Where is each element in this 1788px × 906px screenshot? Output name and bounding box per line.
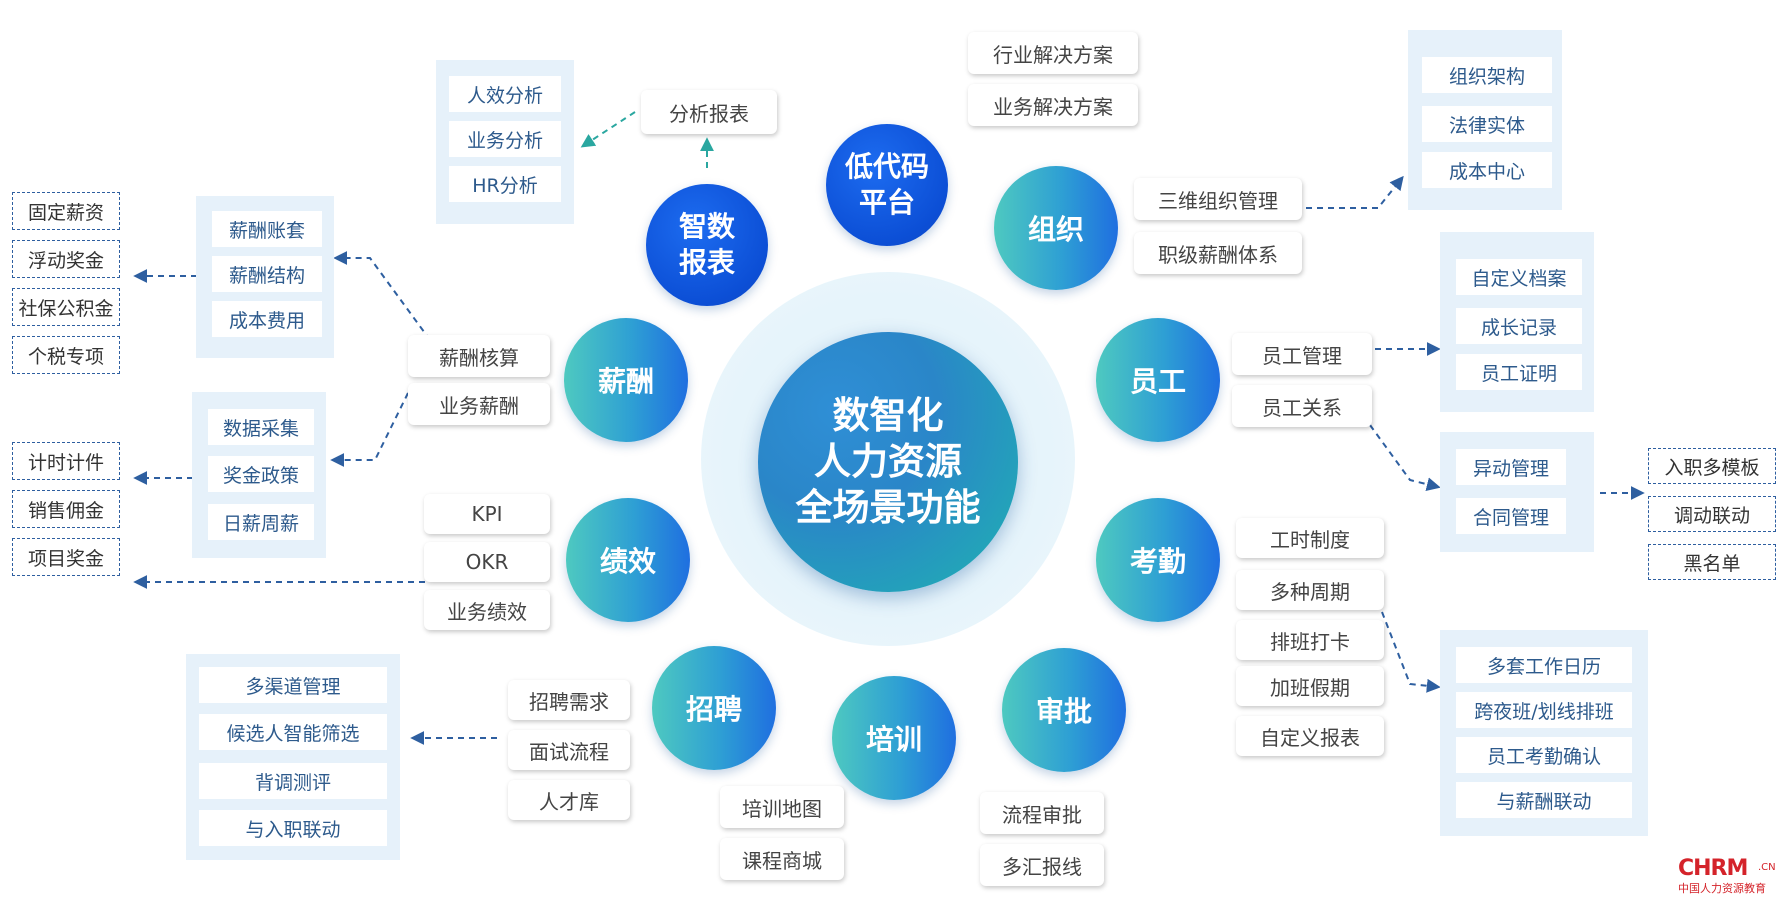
pill-kpi[interactable]: KPI (424, 494, 550, 534)
pill-custom-report[interactable]: 自定义报表 (1236, 716, 1384, 756)
pill-talent-pool[interactable]: 人才库 (508, 780, 630, 820)
cell-zhishu-2[interactable]: HR分析 (449, 166, 561, 202)
logo-cn: .CN (1758, 862, 1776, 873)
dbox-xinchou1-1[interactable]: 浮动奖金 (12, 240, 120, 278)
dbox-yuangong-0[interactable]: 入职多模板 (1648, 448, 1776, 484)
node-shenpi[interactable]: 审批 (1002, 648, 1126, 772)
cell-xinchou2-2[interactable]: 日薪周薪 (208, 504, 314, 540)
cell-xinchou1-1[interactable]: 薪酬结构 (212, 256, 322, 292)
cell-kaoqin-0[interactable]: 多套工作日历 (1456, 647, 1632, 683)
pill-work-hours[interactable]: 工时制度 (1236, 518, 1384, 558)
pill-interview-flow[interactable]: 面试流程 (508, 730, 630, 770)
pill-okr[interactable]: OKR (424, 542, 550, 582)
logo-main: CHRM (1678, 856, 1748, 881)
cell-zhaopin-0[interactable]: 多渠道管理 (199, 667, 387, 703)
pill-training-map[interactable]: 培训地图 (720, 786, 844, 828)
dbox-xinchou2-0[interactable]: 计时计件 (12, 442, 120, 480)
cell-xinchou2-0[interactable]: 数据采集 (208, 409, 314, 445)
chrm-logo: CHRM .CN 中国人力资源教育 (1678, 856, 1782, 896)
node-kaoqin[interactable]: 考勤 (1096, 498, 1220, 622)
cell-yuangong2-0[interactable]: 异动管理 (1456, 449, 1566, 485)
pill-rank-salary[interactable]: 职级薪酬体系 (1134, 232, 1302, 274)
line-kaoqin-panel (1381, 611, 1441, 693)
pill-employee-relation[interactable]: 员工关系 (1232, 385, 1372, 427)
center-line-2: 人力资源 (814, 440, 962, 483)
node-zhishu[interactable]: 智数报表 (646, 184, 768, 306)
cell-zhaopin-2[interactable]: 背调测评 (199, 763, 387, 799)
node-lowcode-line1: 低代码 (844, 150, 929, 183)
node-xinchou[interactable]: 薪酬 (564, 318, 688, 442)
pill-multi-cycle[interactable]: 多种周期 (1236, 570, 1384, 610)
line-yuangong-panel2 (1369, 424, 1441, 492)
cell-zuzhi-0[interactable]: 组织架构 (1422, 57, 1552, 93)
pill-3d-org[interactable]: 三维组织管理 (1134, 178, 1302, 220)
cell-yuangong1-2[interactable]: 员工证明 (1456, 354, 1582, 390)
cell-zhaopin-3[interactable]: 与入职联动 (199, 810, 387, 846)
cell-zhaopin-1[interactable]: 候选人智能筛选 (199, 714, 387, 750)
node-peixun[interactable]: 培训 (832, 676, 956, 800)
pill-multi-report-line[interactable]: 多汇报线 (980, 844, 1104, 886)
dbox-xinchou1-2[interactable]: 社保公积金 (12, 288, 120, 326)
cell-xinchou2-1[interactable]: 奖金政策 (208, 456, 314, 492)
dbox-xinchou2-1[interactable]: 销售佣金 (12, 490, 120, 528)
dbox-xinchou1-0[interactable]: 固定薪资 (12, 192, 120, 230)
node-lowcode-line2: 平台 (858, 186, 915, 219)
cell-xinchou1-2[interactable]: 成本费用 (212, 301, 322, 337)
cell-kaoqin-2[interactable]: 员工考勤确认 (1456, 737, 1632, 773)
center-line-1: 数智化 (832, 394, 944, 437)
node-zhishu-line2: 报表 (678, 246, 735, 279)
dbox-yuangong-2[interactable]: 黑名单 (1648, 544, 1776, 580)
center-title: 数智化 人力资源 全场景功能 (758, 332, 1018, 592)
cell-kaoqin-3[interactable]: 与薪酬联动 (1456, 782, 1632, 818)
node-zhaopin[interactable]: 招聘 (652, 646, 776, 770)
pill-payroll-calc[interactable]: 薪酬核算 (408, 335, 550, 377)
node-zhishu-line1: 智数 (678, 210, 735, 243)
cell-yuangong1-1[interactable]: 成长记录 (1456, 308, 1582, 344)
pill-business-pay[interactable]: 业务薪酬 (408, 383, 550, 425)
pill-shift-clock[interactable]: 排班打卡 (1236, 620, 1384, 660)
pill-course-mall[interactable]: 课程商城 (720, 838, 844, 880)
node-yuangong[interactable]: 员工 (1096, 318, 1220, 442)
line-xinchou-panel2 (330, 392, 409, 467)
cell-yuangong2-1[interactable]: 合同管理 (1456, 498, 1566, 534)
line-zuzhi-panel (1306, 175, 1404, 209)
pill-flow-approval[interactable]: 流程审批 (980, 792, 1104, 834)
pill-business-solution[interactable]: 业务解决方案 (968, 84, 1138, 126)
cell-zuzhi-2[interactable]: 成本中心 (1422, 152, 1552, 188)
pill-industry-solution[interactable]: 行业解决方案 (968, 32, 1138, 74)
node-jixiao[interactable]: 绩效 (566, 498, 690, 622)
cell-yuangong1-0[interactable]: 自定义档案 (1456, 259, 1582, 295)
node-zuzhi[interactable]: 组织 (994, 166, 1118, 290)
line-xinchou-panel1 (333, 251, 431, 341)
cell-kaoqin-1[interactable]: 跨夜班/划线排班 (1456, 692, 1632, 728)
logo-sub: 中国人力资源教育 (1678, 882, 1766, 895)
dbox-xinchou1-3[interactable]: 个税专项 (12, 336, 120, 374)
cell-zuzhi-1[interactable]: 法律实体 (1422, 106, 1552, 142)
center-line-3: 全场景功能 (795, 486, 981, 529)
dbox-yuangong-1[interactable]: 调动联动 (1648, 496, 1776, 532)
pill-employee-mgmt[interactable]: 员工管理 (1232, 333, 1372, 375)
pill-business-perf[interactable]: 业务绩效 (424, 590, 550, 630)
pill-analysis-report[interactable]: 分析报表 (641, 90, 777, 134)
pill-recruit-demand[interactable]: 招聘需求 (508, 680, 630, 720)
line-analysis-panel (580, 111, 636, 148)
cell-zhishu-0[interactable]: 人效分析 (449, 76, 561, 112)
node-lowcode[interactable]: 低代码平台 (826, 124, 948, 246)
pill-overtime-leave[interactable]: 加班假期 (1236, 666, 1384, 706)
dbox-jixiao-0[interactable]: 项目奖金 (12, 538, 120, 576)
cell-xinchou1-0[interactable]: 薪酬账套 (212, 211, 322, 247)
cell-zhishu-1[interactable]: 业务分析 (449, 121, 561, 157)
